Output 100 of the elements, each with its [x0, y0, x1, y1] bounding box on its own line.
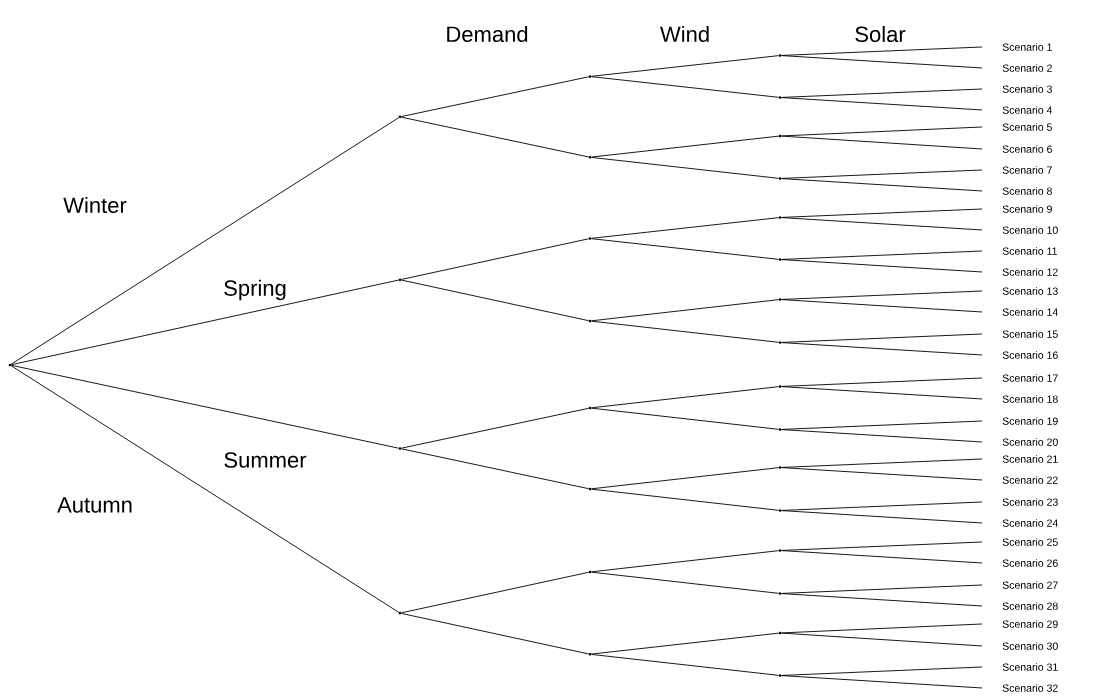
branch-point [778, 341, 782, 344]
branch-line [591, 299, 779, 322]
scenario-label: Scenario 28 [1002, 602, 1058, 610]
scenario-label: Scenario 18 [1002, 395, 1058, 403]
scenario-label: Scenario 30 [1002, 642, 1058, 650]
scenario-label: Scenario 23 [1002, 498, 1058, 506]
scenario-label: Scenario 1 [1002, 43, 1052, 51]
scenario-label: Scenario 2 [1002, 64, 1052, 72]
branch-line [781, 55, 983, 69]
branch-line [591, 550, 779, 573]
scenario-label: Scenario 31 [1002, 663, 1058, 671]
branch-point [588, 75, 592, 78]
scenario-label: Scenario 11 [1002, 247, 1057, 255]
branch-point [778, 592, 782, 595]
branch-line [591, 571, 779, 594]
branch-point [778, 96, 782, 99]
scenario-label: Scenario 26 [1002, 559, 1058, 567]
season-label: Summer [224, 452, 307, 468]
branch-point [588, 319, 592, 323]
branch-line [401, 279, 589, 322]
branch-point [588, 487, 592, 491]
branch-point [778, 298, 782, 301]
branch-line [401, 238, 589, 280]
branch-line [401, 116, 589, 158]
branch-point [778, 466, 782, 469]
branch-point [398, 611, 402, 615]
branch-line [591, 320, 779, 343]
branch-point [588, 570, 592, 574]
branch-point [588, 155, 592, 159]
scenario-label: Scenario 6 [1002, 145, 1052, 153]
branch-line [781, 342, 983, 356]
scenario-label: Scenario 15 [1002, 330, 1058, 338]
branch-line [781, 550, 983, 564]
branch-line [401, 571, 589, 614]
column-heading: Demand [447, 25, 528, 43]
branch-line [781, 632, 983, 647]
branch-point [778, 428, 782, 431]
branch-line [781, 259, 983, 273]
branch-point [398, 278, 402, 282]
branch-line [591, 55, 779, 77]
branch-line [591, 488, 779, 511]
scenario-label: Scenario 29 [1002, 620, 1058, 628]
branch-line [401, 407, 589, 449]
scenario-label: Scenario 5 [1002, 123, 1052, 131]
branch-line [781, 178, 983, 192]
branch-point [778, 258, 782, 261]
branch-point [398, 115, 402, 119]
scenario-label: Scenario 32 [1002, 684, 1058, 692]
scenario-label: Scenario 10 [1002, 226, 1058, 234]
scenario-label: Scenario 14 [1002, 308, 1058, 316]
branch-point [778, 134, 782, 138]
branch-line [781, 386, 983, 400]
branch-line [781, 623, 983, 634]
branch-point [778, 385, 782, 388]
branch-line [591, 135, 779, 158]
branch-line [591, 632, 779, 655]
branch-point [588, 406, 592, 410]
season-label: Winter [63, 196, 127, 214]
branch-point [778, 631, 782, 635]
branch-point [398, 447, 402, 450]
branch-point [778, 509, 782, 512]
branch-line [781, 593, 983, 607]
branch-point [778, 177, 782, 180]
column-heading: Wind [660, 25, 709, 43]
branch-line [781, 135, 983, 150]
branch-point [8, 363, 12, 367]
scenario-label: Scenario 16 [1002, 351, 1058, 359]
scenario-label: Scenario 24 [1002, 519, 1058, 527]
branch-line [781, 675, 983, 689]
branch-line [10, 117, 400, 365]
branch-point [588, 237, 592, 240]
branch-line [401, 448, 589, 490]
scenario-label: Scenario 7 [1002, 166, 1052, 174]
branch-line [591, 407, 779, 430]
column-heading: Solar [855, 25, 906, 43]
branch-line [781, 429, 983, 443]
branch-line [781, 97, 983, 111]
branch-line [781, 299, 983, 313]
branch-line [401, 612, 589, 655]
branch-line [591, 386, 779, 409]
branch-line [10, 365, 400, 613]
branch-line [591, 156, 779, 179]
branch-line [401, 76, 589, 117]
scenario-label: Scenario 3 [1002, 85, 1052, 93]
branch-line [591, 238, 779, 260]
branch-point [778, 216, 782, 219]
branch-line [781, 510, 983, 524]
scenario-label: Scenario 22 [1002, 476, 1058, 484]
branch-line [591, 76, 779, 98]
season-label: Spring [224, 279, 286, 301]
scenario-label: Scenario 20 [1002, 438, 1058, 446]
scenario-label: Scenario 13 [1002, 287, 1058, 295]
branch-point [588, 652, 592, 656]
branch-point [778, 674, 782, 677]
scenario-label: Scenario 19 [1002, 417, 1058, 425]
scenario-label: Scenario 12 [1002, 268, 1058, 276]
branch-line [11, 279, 399, 366]
scenario-label: Scenario 8 [1002, 187, 1052, 195]
branch-line [591, 217, 779, 239]
scenario-label: Scenario 25 [1002, 538, 1058, 546]
